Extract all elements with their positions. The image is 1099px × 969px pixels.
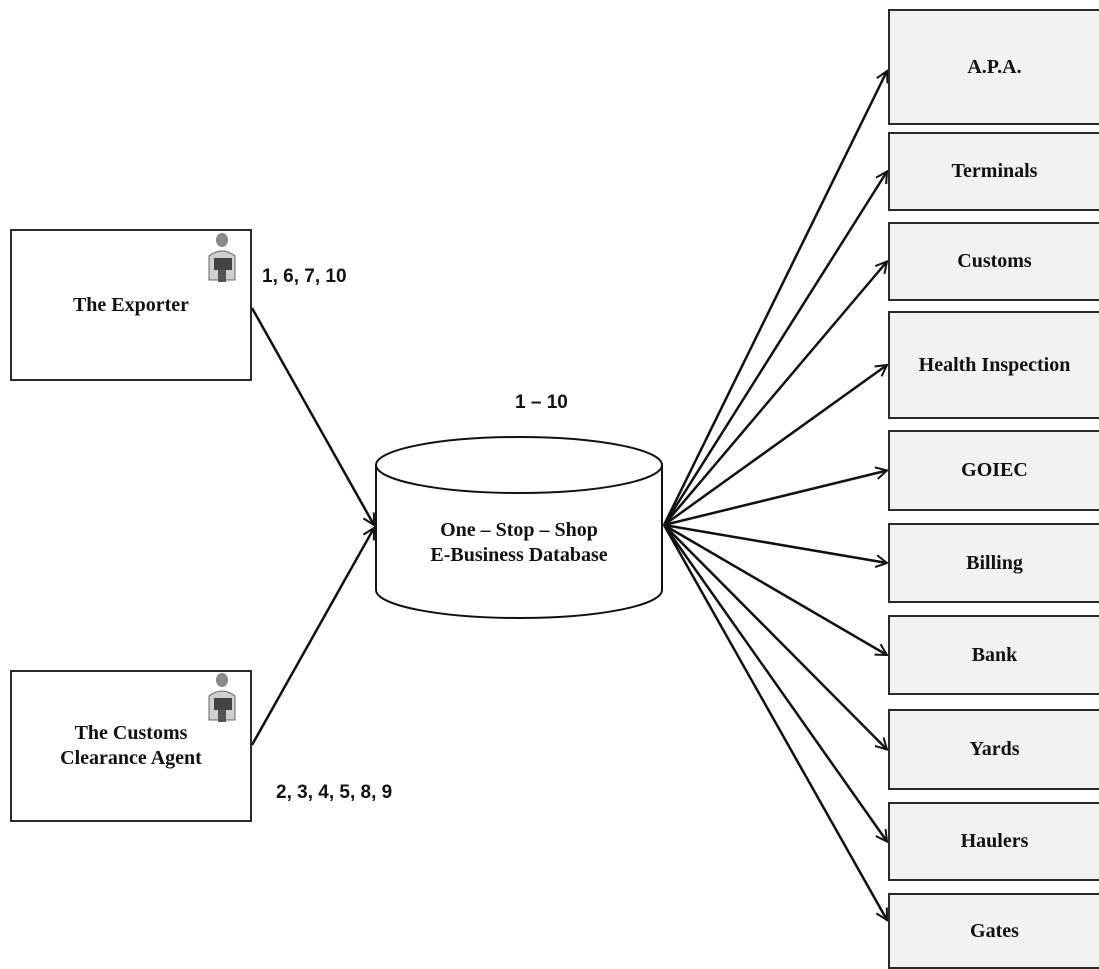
destination-box-yards: Yards: [888, 709, 1099, 790]
arrow-database-to-haulers: [662, 524, 887, 842]
customs-agent-box: The Customs Clearance Agent: [10, 670, 252, 822]
person-with-laptop-icon: [208, 233, 236, 282]
person-with-laptop-icon: [208, 673, 236, 722]
customs-agent-steps: 2, 3, 4, 5, 8, 9: [276, 782, 393, 803]
database-label: One – Stop – Shop E-Business Database: [376, 518, 662, 568]
arrow-database-to-billing: [663, 523, 887, 563]
customs-agent-label-line1: The Customs: [74, 722, 188, 744]
arrow-database-to-yards: [663, 524, 887, 750]
exporter-label: The Exporter: [72, 293, 190, 316]
database-steps: 1 – 10: [515, 392, 568, 413]
arrow-database-to-a-p-a: [662, 71, 887, 526]
destination-label-customs: Customs: [957, 250, 1032, 272]
source-arrows: [250, 307, 376, 746]
database-label-line1: One – Stop – Shop: [440, 519, 598, 541]
database-cylinder: [375, 436, 663, 619]
customs-agent-label-line2: Clearance Agent: [60, 747, 202, 769]
destination-box-goiec: GOIEC: [888, 430, 1099, 511]
arrow-database-to-terminals: [662, 172, 887, 526]
arrow-database-to-customs: [663, 262, 887, 526]
destination-label-haulers: Haulers: [960, 830, 1029, 852]
exporter-steps: 1, 6, 7, 10: [262, 266, 347, 287]
destination-label-yards: Yards: [969, 738, 1020, 760]
arrow-database-to-bank: [663, 523, 887, 657]
destination-label-gates: Gates: [970, 919, 1019, 942]
destination-label-terminals: Terminals: [951, 160, 1038, 182]
exporter-box: The Exporter: [10, 229, 252, 381]
arrow-database-to-goiec: [663, 471, 887, 527]
destination-box-haulers: Haulers: [888, 802, 1099, 881]
destination-box-billing: Billing: [888, 523, 1099, 603]
destination-box-bank: Bank: [888, 615, 1099, 695]
destination-box-terminals: Terminals: [888, 132, 1099, 211]
destination-box-health-inspection: Health Inspection: [888, 311, 1099, 419]
arrow-database-to-health-inspection: [663, 365, 887, 527]
arrow-exporter-to-database: [250, 307, 376, 525]
destination-label-a-p-a: A.P.A.: [967, 55, 1022, 78]
arrow-agent-to-database: [250, 528, 376, 746]
destination-label-bank: Bank: [971, 643, 1018, 666]
destination-label-goiec: GOIEC: [961, 459, 1028, 481]
destination-box-gates: Gates: [888, 893, 1099, 969]
destination-box-a-p-a: A.P.A.: [888, 9, 1099, 125]
destination-label-health-inspection: Health Inspection: [918, 353, 1071, 376]
destination-arrows: [662, 71, 889, 920]
arrow-database-to-gates: [662, 524, 889, 920]
database-label-line2: E-Business Database: [430, 544, 608, 566]
destination-label-billing: Billing: [966, 551, 1023, 574]
destination-box-customs: Customs: [888, 222, 1099, 301]
